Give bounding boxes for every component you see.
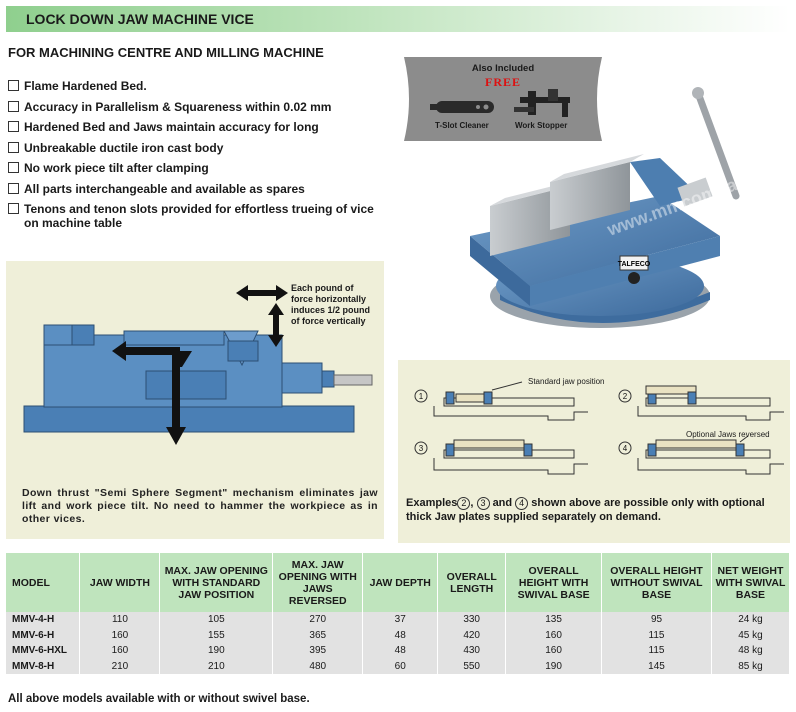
diagram-num-3: 3 (419, 444, 424, 453)
checkbox-icon (8, 100, 19, 112)
feature-item: Unbreakable ductile iron cast body (8, 141, 388, 155)
t-slot-cleaner-label: T-Slot Cleaner (435, 121, 489, 130)
checkbox-icon (8, 162, 19, 173)
svg-text:TALFECO: TALFECO (618, 261, 651, 268)
brand-plate (619, 255, 649, 271)
col-height-with-base: OVERALL HEIGHT WITH SWIVAL BASE (505, 553, 603, 612)
optional-jaw-label: Optional Jaws reversed (686, 430, 770, 439)
col-jaw-width: JAW WIDTH (79, 553, 161, 612)
feature-item: All parts interchangeable and available … (8, 182, 388, 196)
checkbox-icon (8, 182, 19, 194)
force-note: Each pound of force horizontally induces… (291, 283, 371, 326)
col-jaw-depth: JAW DEPTH (362, 553, 439, 612)
feature-text: Accuracy in Parallelism & Squareness wit… (24, 99, 332, 114)
force-diagram-panel: Each pound of force horizontally induces… (6, 261, 384, 539)
specification-table: MODEL JAW WIDTH MAX. JAW OPENING WITH ST… (6, 553, 791, 674)
header-bar: LOCK DOWN JAW MACHINE VICE (6, 6, 790, 32)
feature-item: No work piece tilt after clamping (8, 161, 388, 175)
feature-text: Unbreakable ductile iron cast body (24, 140, 224, 155)
col-overall-length: OVERALL LENGTH (437, 553, 507, 612)
col-max-opening-standard: MAX. JAW OPENING WITH STANDARD JAW POSIT… (159, 553, 274, 612)
diagram-num-2: 2 (623, 392, 628, 401)
thrust-arrows-icon (112, 341, 192, 445)
col-net-weight: NET WEIGHT WITH SWIVAL BASE (711, 553, 791, 612)
diagram-num-4: 4 (623, 444, 628, 453)
checkbox-icon (8, 203, 19, 214)
free-banner-free: FREE (484, 75, 521, 89)
circle-num-3: 3 (476, 497, 490, 510)
free-accessories-banner: Also Included FREE T-Slot Cleaner Work S… (402, 55, 604, 142)
col-height-without-base: OVERALL HEIGHT WITHOUT SWIVAL BASE (601, 553, 712, 612)
work-stopper-icon (514, 89, 570, 117)
col-model: MODEL (6, 553, 81, 612)
feature-text: Hardened Bed and Jaws maintain accuracy … (24, 120, 319, 134)
work-stopper-label: Work Stopper (515, 121, 568, 130)
feature-list: Flame Hardened Bed. Accuracy in Parallel… (8, 79, 388, 237)
handle-icon (694, 89, 740, 200)
vice-product-image: TALFECO www.mmcompany.in (470, 87, 778, 328)
checkbox-icon (8, 121, 19, 132)
footnote: All above models available with or witho… (8, 693, 310, 705)
banner-shape (404, 57, 602, 141)
free-banner-title: Also Included (471, 63, 535, 74)
t-slot-cleaner-icon (430, 101, 494, 113)
jaw-diagram-1 (414, 381, 588, 421)
feature-text: Flame Hardened Bed. (24, 79, 147, 93)
jaw-positions-panel: 1 2 3 4 Standard jaw position Optional J… (398, 360, 790, 543)
diagram-num-1: 1 (419, 392, 424, 401)
checkbox-icon (8, 80, 19, 91)
col-max-opening-reversed: MAX. JAW OPENING WITH JAWS REVERSED (272, 553, 364, 612)
jaw-diagram-4 (618, 435, 784, 475)
feature-item: Accuracy in Parallelism & Squareness wit… (8, 100, 388, 114)
page-subtitle: FOR MACHINING CENTRE AND MILLING MACHINE (8, 45, 324, 60)
vice-cross-section (23, 285, 373, 445)
force-caption: Down thrust "Semi Sphere Segment" mechan… (22, 487, 378, 525)
checkbox-icon (8, 141, 19, 153)
feature-item: Hardened Bed and Jaws maintain accuracy … (8, 120, 388, 134)
feature-item: Tenons and tenon slots provided for effo… (8, 202, 388, 230)
jaw-position-diagrams: 1 2 3 4 (414, 381, 784, 475)
feature-item: Flame Hardened Bed. (8, 79, 388, 93)
feature-text: All parts interchangeable and available … (24, 181, 305, 196)
jaw-diagram-2 (618, 385, 784, 421)
circle-num-4: 4 (515, 497, 529, 510)
accessory-illustrations (430, 89, 570, 117)
feature-text: Tenons and tenon slots provided for effo… (24, 202, 374, 230)
page-title: LOCK DOWN JAW MACHINE VICE (26, 11, 254, 27)
jaw-diagram-3 (414, 439, 588, 475)
force-direction-arrows-icon (236, 285, 288, 347)
circle-num-2: 2 (457, 497, 471, 510)
table-header-row: MODEL JAW WIDTH MAX. JAW OPENING WITH ST… (6, 553, 791, 612)
feature-text: No work piece tilt after clamping (24, 161, 209, 175)
standard-jaw-label: Standard jaw position (528, 377, 605, 386)
